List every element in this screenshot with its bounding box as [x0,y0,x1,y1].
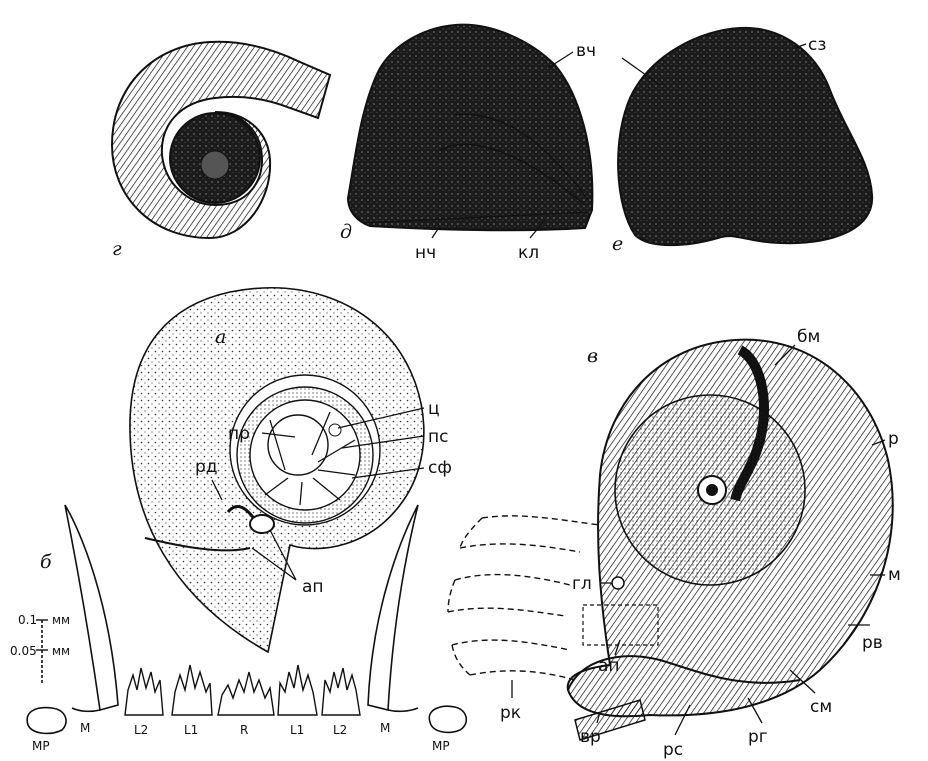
label-sf: сф [428,458,452,478]
tooth-mp-right [429,706,466,732]
label-nch: нч [415,243,436,263]
tooth-label-m-right: М [380,721,390,735]
label-rs: рс [663,740,683,760]
scale-bottom-value: 0.05 [10,644,37,658]
scale-bottom-unit: мм [52,644,70,658]
tooth-label-l1-right: L1 [290,723,304,737]
aptychus-d [348,25,592,231]
label-m: м [888,565,901,585]
tooth-mp-left [27,708,66,734]
panel-d: вч нч кл д [340,25,596,263]
panel-letter-g: г [112,238,122,260]
label-ap-v: ап [598,656,620,676]
aptychus-e [618,28,872,245]
label-r: р [888,429,899,449]
leader-vch [548,52,573,68]
arms-dashed [448,516,600,680]
tooth-label-l2-right: L2 [333,723,347,737]
siphuncle-end [329,424,341,436]
tooth-label-l1-left: L1 [184,723,198,737]
label-ps: пс [428,427,448,447]
label-ap-a: ап [302,577,324,597]
label-ts: ц [428,399,440,419]
label-sm: см [810,697,832,717]
eye [612,577,624,589]
tooth-r [218,672,274,715]
panel-letter-b: б [40,551,52,573]
panel-letter-e: е [612,233,623,255]
panel-v: бм р м гл ап рв см рг рс вр рк в [448,327,901,760]
tooth-l2-right [322,668,360,715]
label-vch: вч [576,41,596,61]
tooth-label-mp-left: МР [32,739,50,753]
label-bm: бм [797,327,820,347]
label-kl: кл [518,243,539,263]
tooth-label-m-left: М [80,721,90,735]
panel-e: сз е [612,28,872,255]
panel-a: ц пр пс сф рд ап а [130,288,452,652]
label-rv: рв [862,633,883,653]
tooth-label-r: R [240,723,248,737]
label-rk: рк [500,703,521,723]
label-vr: вр [580,727,601,747]
panel-g: г [112,42,330,260]
tooth-l1-left [172,665,212,715]
scale-top-value: 0.1 [18,613,37,627]
label-pr: пр [228,424,250,444]
scale-top-unit: мм [52,613,70,627]
tooth-label-l2-left: L2 [134,723,148,737]
label-rd: рд [195,457,218,477]
panel-letter-a: а [215,326,226,348]
tooth-label-mp-right: МР [432,739,450,753]
panel-letter-d: д [340,221,352,243]
panel-letter-v: в [587,345,598,367]
ammonite-g-umbilicus [201,151,229,179]
tooth-l1-right [278,665,317,715]
tooth-l2-left [125,668,163,715]
tooth-m-left [65,505,118,710]
label-rg: рг [748,727,768,747]
label-gl: гл [572,574,592,594]
tooth-m-right [368,505,418,710]
label-sz: сз [808,35,826,55]
